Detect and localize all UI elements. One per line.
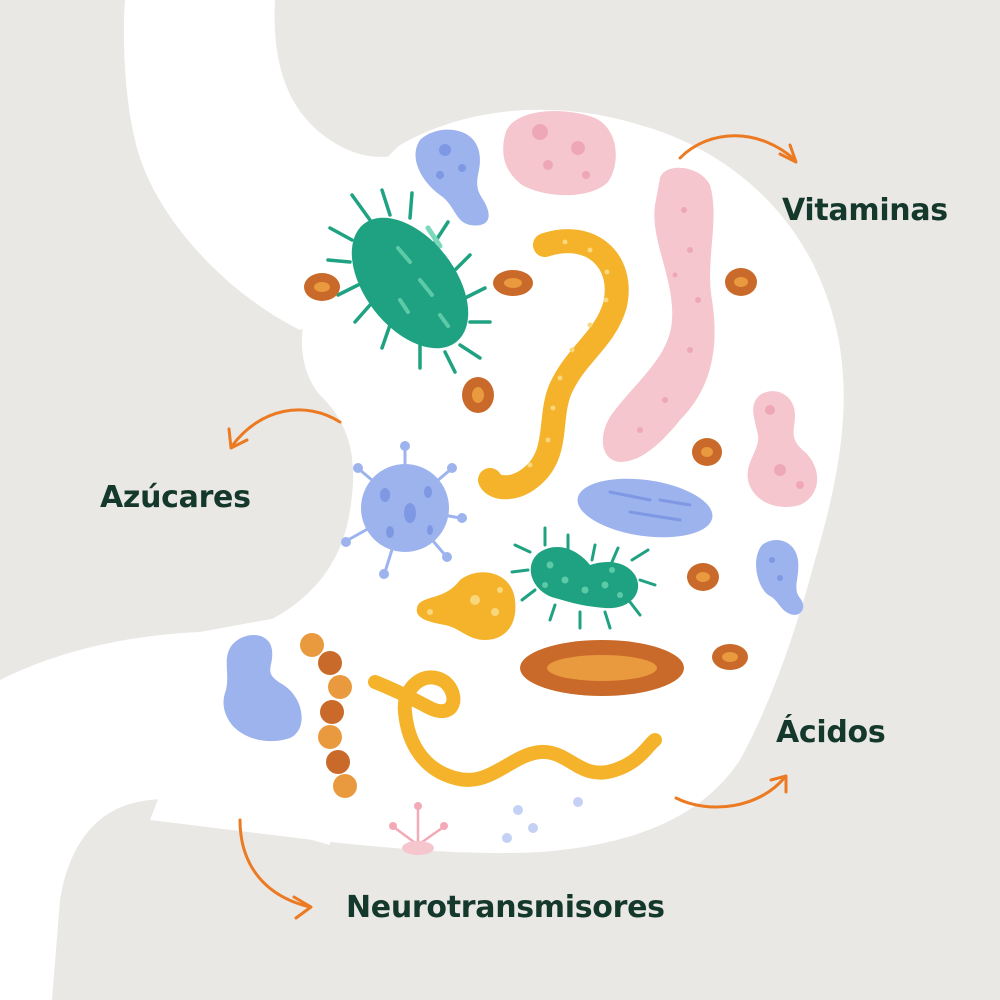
label-vitaminas: Vitaminas [782, 193, 948, 228]
green-bacteria-small-icon [510, 526, 657, 630]
label-neurotransmisores: Neurotransmisores [346, 890, 665, 925]
brown-oval-cell [520, 640, 684, 696]
blue-oval-cell [577, 478, 713, 538]
yellow-worm-top [478, 229, 629, 500]
arrow-icon [227, 134, 798, 920]
pink-round-cell [503, 111, 616, 196]
blue-cell-top [415, 129, 489, 226]
yellow-blob-cell [416, 572, 516, 640]
pink-spiky-cell [389, 802, 448, 855]
pink-pear-cell [747, 391, 818, 508]
brown-small-cells [304, 268, 757, 670]
blue-cell-bottom-left [223, 634, 302, 742]
bead-chain-bacteria [300, 633, 357, 798]
blue-dots [502, 797, 583, 843]
label-azucares: Azúcares [100, 480, 251, 515]
green-bacteria-large-icon [326, 188, 492, 374]
pink-long-bacillus [602, 167, 715, 463]
virus-icon [341, 441, 467, 579]
blue-cell-right [756, 540, 804, 615]
yellow-worm-bottom [368, 670, 662, 787]
label-acidos: Ácidos [776, 715, 886, 750]
